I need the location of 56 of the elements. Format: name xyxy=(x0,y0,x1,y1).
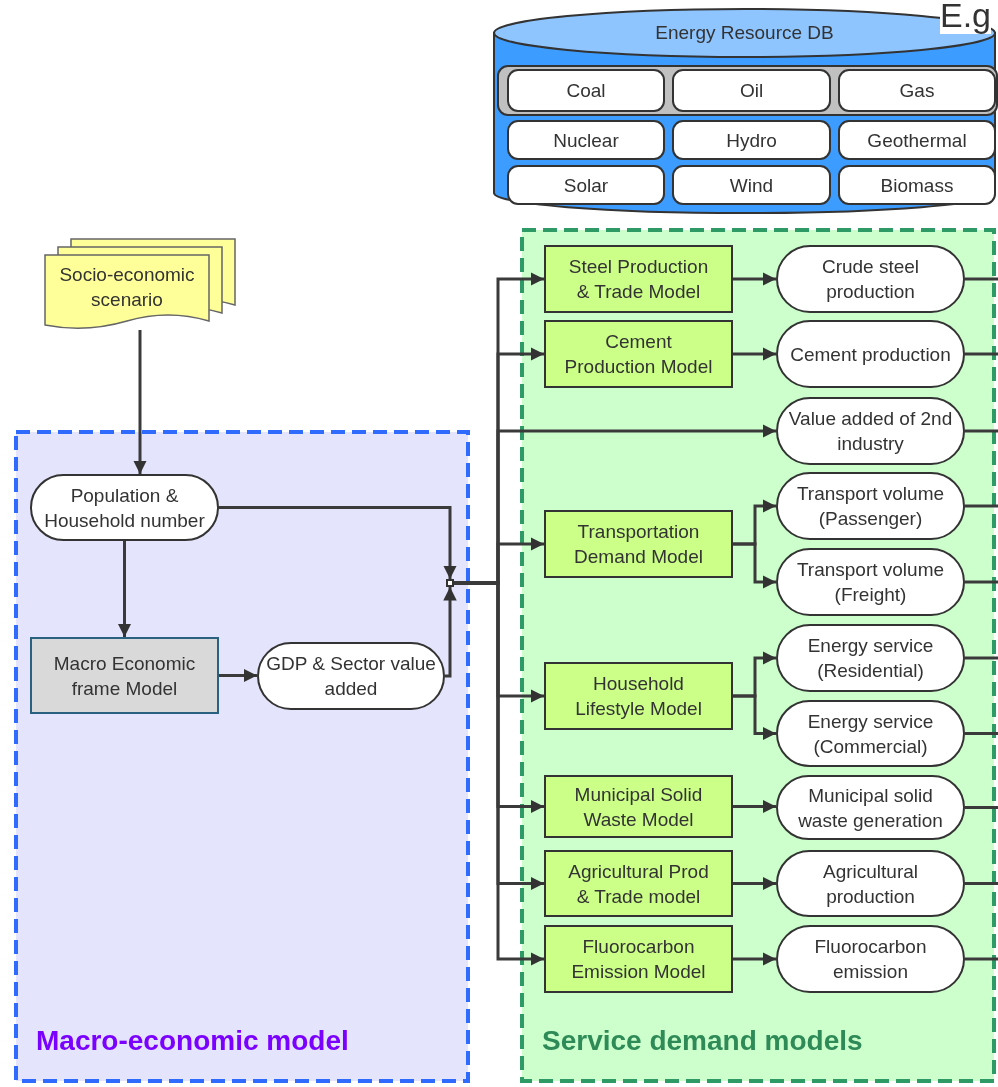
resource-box: Solar xyxy=(507,165,665,205)
resource-box: Wind xyxy=(672,165,831,205)
region-title: Service demand models xyxy=(542,1025,863,1056)
process-box: Agricultural Prod & Trade model xyxy=(544,850,733,917)
arrow xyxy=(733,542,776,589)
region-title: Macro-economic model xyxy=(36,1025,349,1056)
arrow xyxy=(117,541,132,637)
arrow xyxy=(733,272,776,286)
resource-box: Oil xyxy=(672,69,831,112)
process-box: Transportation Demand Model xyxy=(544,510,733,578)
junction-box xyxy=(446,579,454,587)
connector-line xyxy=(965,882,998,885)
process-box: Municipal Solid Waste Model xyxy=(544,775,733,838)
database-title: Energy Resource DB xyxy=(655,20,834,45)
terminal-box: Municipal solid waste generation xyxy=(776,775,965,840)
terminal-box: Population & Household number xyxy=(30,474,219,541)
terminal-box: Transport volume (Passenger) xyxy=(776,472,965,540)
resource-box: Biomass xyxy=(838,165,996,205)
terminal-box: Energy service (Residential) xyxy=(776,624,965,692)
connector-line xyxy=(965,656,998,660)
arrow xyxy=(133,330,147,474)
terminal-box: Value added of 2nd industry xyxy=(776,397,965,465)
terminal-box: Agricultural production xyxy=(776,850,965,917)
resource-box: Nuclear xyxy=(507,120,665,160)
terminal-box: Crude steel production xyxy=(776,245,965,313)
resource-box: Geothermal xyxy=(838,120,996,160)
connector-line xyxy=(965,957,998,961)
arrow xyxy=(733,694,776,741)
process-box: Steel Production & Trade Model xyxy=(544,245,733,313)
resource-box: Coal xyxy=(507,69,665,112)
terminal-box: Cement production xyxy=(776,320,965,388)
process-box: Cement Production Model xyxy=(544,320,733,388)
arrow xyxy=(219,506,457,579)
arrow xyxy=(733,347,776,361)
connector-line xyxy=(965,806,998,809)
connector-line xyxy=(965,277,998,281)
connector-line xyxy=(965,580,998,584)
terminal-box: Fluorocarbon emission xyxy=(776,925,965,993)
scenario-text: Socio-economic scenario xyxy=(58,263,196,312)
process-box: Household Lifestyle Model xyxy=(544,662,733,730)
arrow xyxy=(219,668,257,683)
process-box: Fluorocarbon Emission Model xyxy=(544,925,733,993)
connector-line xyxy=(965,732,998,735)
terminal-box: GDP & Sector value added xyxy=(257,642,445,710)
connector-line xyxy=(965,504,998,508)
process-box: Macro Economic frame Model xyxy=(30,637,219,714)
resource-box: Hydro xyxy=(672,120,831,160)
terminal-box: Energy service (Commercial) xyxy=(776,700,965,767)
terminal-box: Transport volume (Freight) xyxy=(776,548,965,616)
arrow xyxy=(443,587,457,678)
connector-line xyxy=(965,429,998,433)
resource-box: Gas xyxy=(838,69,996,112)
arrow xyxy=(733,876,776,891)
connector-line xyxy=(965,352,998,356)
arrow xyxy=(733,952,776,966)
arrow xyxy=(733,799,776,814)
